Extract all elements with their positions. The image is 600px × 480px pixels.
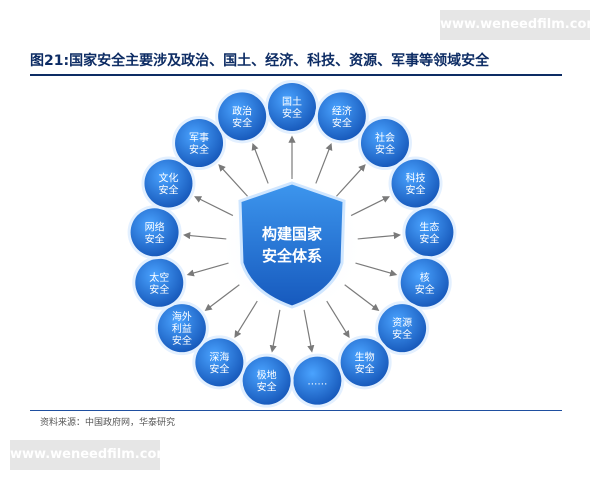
arrows-group (183, 135, 401, 353)
arrow (251, 142, 269, 184)
node-label: …… (307, 377, 327, 388)
node-label: 安全 (172, 334, 192, 347)
node-label: 深海 (209, 350, 229, 363)
node-label: 核 (420, 271, 430, 284)
node-label: 安全 (209, 362, 229, 375)
node-label: 太空 (149, 271, 169, 284)
node-label: 资源 (392, 316, 412, 329)
node-circle (378, 304, 427, 353)
node-label: 安全 (232, 116, 252, 129)
node-label: 安全 (375, 143, 395, 156)
arrow (186, 262, 229, 277)
source-note: 资料来源：中国政府网，华泰研究 (40, 418, 176, 428)
node-label: 安全 (145, 232, 165, 245)
node-label: 生态 (419, 220, 439, 233)
node-label: 社会 (375, 131, 395, 144)
arrow (344, 284, 380, 311)
source-rule (30, 410, 562, 411)
node-label: 海外 (172, 310, 192, 323)
node-circle (360, 119, 409, 168)
node-label: 安全 (158, 183, 178, 196)
node-label: 政治 (232, 104, 252, 117)
node-circle (317, 92, 366, 141)
arrow (326, 300, 350, 339)
arrow (350, 196, 390, 217)
node-circle (340, 338, 389, 387)
node-label: 极地 (257, 369, 277, 382)
arrow (218, 164, 248, 197)
node-label: 军事 (189, 131, 209, 144)
node-label: 安全 (189, 143, 209, 156)
node-label: 经济 (332, 104, 352, 117)
node-circle (218, 92, 267, 141)
shield-label-line: 安全体系 (262, 247, 322, 265)
node-circle (293, 356, 342, 405)
node-label: 安全 (355, 362, 375, 375)
node-label: 安全 (415, 283, 435, 296)
node-label: 网络 (145, 220, 165, 233)
node-label: 安全 (257, 381, 277, 394)
arrow (204, 284, 240, 311)
node-label: 利益 (172, 322, 192, 335)
node-circle (405, 208, 454, 257)
shield-icon (238, 181, 346, 309)
node-label: 安全 (282, 107, 302, 120)
arrow (315, 142, 333, 184)
node-circle (391, 159, 440, 208)
node-label: 国土 (282, 95, 302, 108)
shield-label-line: 构建国家 (262, 225, 322, 243)
arrow (355, 262, 398, 277)
node-label: 安全 (406, 183, 426, 196)
node-circle (242, 356, 291, 405)
node-circle (400, 258, 449, 307)
arrow (234, 300, 258, 339)
node-label: 文化 (158, 171, 178, 184)
node-circle (157, 304, 206, 353)
arrow (357, 231, 401, 240)
figure-title: 图21:国家安全主要涉及政治、国土、经济、科技、资源、军事等领域安全 (30, 53, 490, 69)
arrow (183, 231, 227, 240)
node-label: 安全 (392, 328, 412, 341)
node-circle (130, 208, 179, 257)
node-label: 生物 (355, 350, 375, 363)
node-circle (175, 119, 224, 168)
arrow (303, 309, 315, 353)
watermark-top: www.weneedfilm.com (440, 10, 600, 40)
arrow (336, 164, 366, 197)
node-label: 安全 (419, 232, 439, 245)
node-label: 安全 (332, 116, 352, 129)
title-rule (30, 74, 562, 76)
node-circle (144, 159, 193, 208)
arrow (194, 196, 234, 217)
node-circle (268, 83, 316, 131)
nodes-group: 国土安全经济安全社会安全科技安全生态安全核安全资源安全生物安全……极地安全深海安… (127, 80, 457, 408)
node-circle (195, 338, 244, 387)
node-circle (135, 258, 184, 307)
node: …… (290, 353, 345, 408)
watermark-bottom: www.weneedfilm.com (10, 440, 170, 470)
arrow (269, 309, 281, 353)
node: 核安全 (397, 255, 452, 310)
node-label: 安全 (149, 283, 169, 296)
node-label: 科技 (406, 171, 426, 184)
